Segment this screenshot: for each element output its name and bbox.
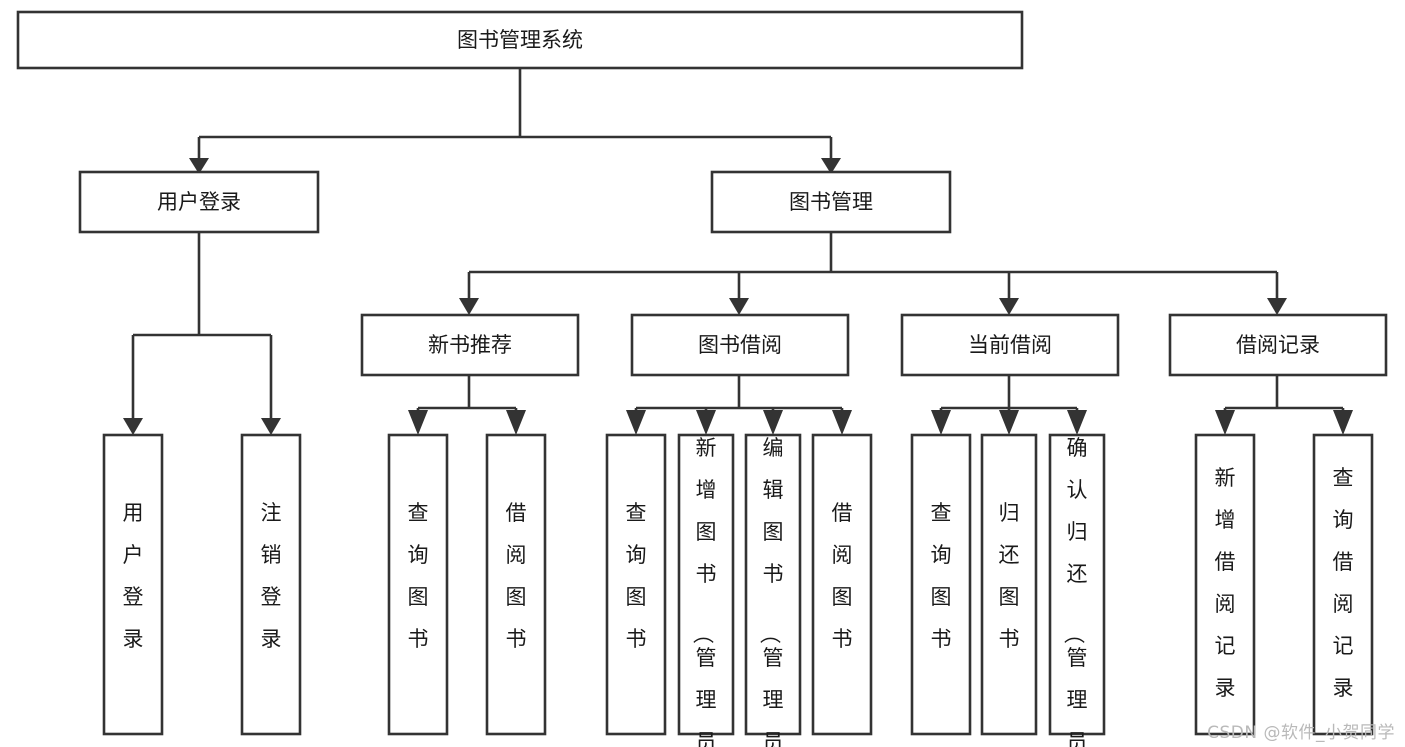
node-book-manage-box[interactable] (710, 170, 952, 234)
arrow-head-leaf-query-book-2 (626, 410, 646, 435)
arrow-head-book-manage (821, 158, 841, 174)
node-leaf-add-record-label: 新增借阅记录 (1215, 466, 1236, 700)
arrow-head-current-borrow (999, 298, 1019, 315)
node-user-login-box[interactable] (78, 170, 320, 234)
node-leaf-confirm-return-label: 确认归还（管理员） (1062, 436, 1088, 747)
arrow-head-book-borrow (729, 298, 749, 315)
node-root-label: 图书管理系统 (457, 28, 583, 52)
connector-borrow-record-trunk (1223, 375, 1345, 418)
node-borrow-record-box[interactable] (1168, 313, 1388, 377)
node-new-book-recommend-label: 新书推荐 (428, 333, 512, 357)
node-leaf-query-book-1[interactable]: 查询图书 (387, 433, 449, 736)
connector-user-login-trunk (131, 232, 273, 418)
node-current-borrow-box[interactable] (900, 313, 1120, 377)
arrow-head-leaf-add-book (696, 410, 716, 435)
arrow-head-leaf-query-book-1 (408, 410, 428, 435)
node-leaf-query-record[interactable]: 查询借阅记录 (1312, 433, 1374, 736)
node-leaf-query-book-1-box[interactable] (387, 433, 449, 736)
node-leaf-confirm-return-box[interactable] (1048, 433, 1106, 736)
node-leaf-return-book-box[interactable] (980, 433, 1038, 736)
connector-book-borrow-trunk (634, 375, 844, 418)
node-borrow-record[interactable]: 借阅记录 (1168, 313, 1388, 377)
node-leaf-add-book-label: 新增图书（管理员） (691, 436, 717, 747)
node-leaf-user-logout-box[interactable] (240, 433, 302, 736)
node-leaf-edit-book[interactable]: 编辑图书（管理员） (744, 433, 802, 747)
node-leaf-user-login-label: 用户登录 (123, 501, 144, 651)
arrow-head-leaf-user-login (123, 418, 143, 435)
node-current-borrow[interactable]: 当前借阅 (900, 313, 1120, 377)
node-leaf-add-record-box[interactable] (1194, 433, 1256, 736)
connector-root-trunk (197, 68, 833, 158)
arrow-head-new-book-recommend (459, 298, 479, 315)
node-leaf-add-book-box[interactable] (677, 433, 735, 736)
node-leaf-edit-book-label: 编辑图书（管理员） (758, 436, 784, 747)
node-leaf-query-book-2-box[interactable] (605, 433, 667, 736)
node-new-book-recommend-box[interactable] (360, 313, 580, 377)
node-leaf-add-record[interactable]: 新增借阅记录 (1194, 433, 1256, 736)
node-leaf-query-book-2[interactable]: 查询图书 (605, 433, 667, 736)
node-root-box[interactable] (16, 10, 1024, 70)
arrow-head-leaf-user-logout (261, 418, 281, 435)
node-book-manage[interactable]: 图书管理 (710, 170, 952, 234)
node-leaf-query-book-3[interactable]: 查询图书 (910, 433, 972, 736)
connector-group (123, 68, 1353, 435)
node-leaf-borrow-book-2-label: 借阅图书 (832, 501, 853, 651)
arrow-head-leaf-confirm-return (1067, 410, 1087, 435)
arrow-head-leaf-add-record (1215, 410, 1235, 435)
node-leaf-query-book-3-label: 查询图书 (931, 501, 952, 651)
node-leaf-user-logout-label: 注销登录 (261, 501, 282, 651)
arrow-head-borrow-record (1267, 298, 1287, 315)
node-leaf-edit-book-box[interactable] (744, 433, 802, 736)
node-leaf-return-book[interactable]: 归还图书 (980, 433, 1038, 736)
node-leaf-borrow-book-2-box[interactable] (811, 433, 873, 736)
node-book-borrow[interactable]: 图书借阅 (630, 313, 850, 377)
node-leaf-query-book-1-label: 查询图书 (408, 501, 429, 651)
node-leaf-borrow-book-1-label: 借阅图书 (506, 501, 527, 651)
node-leaf-query-record-label: 查询借阅记录 (1333, 466, 1354, 700)
connector-book-manage-trunk (467, 232, 1279, 298)
node-leaf-user-login-box[interactable] (102, 433, 164, 736)
node-new-book-recommend[interactable]: 新书推荐 (360, 313, 580, 377)
node-leaf-query-book-2-label: 查询图书 (626, 501, 647, 651)
node-root[interactable]: 图书管理系统 (16, 10, 1024, 70)
csdn-watermark: CSDN @软件_小贺同学 (1207, 723, 1395, 743)
node-book-borrow-label: 图书借阅 (698, 333, 782, 357)
node-leaf-user-logout[interactable]: 注销登录 (240, 433, 302, 736)
arrow-head-leaf-borrow-book-2 (832, 410, 852, 435)
arrow-head-leaf-borrow-book-1 (506, 410, 526, 435)
node-leaf-borrow-book-1-box[interactable] (485, 433, 547, 736)
node-book-manage-label: 图书管理 (789, 190, 873, 214)
node-leaf-borrow-book-2[interactable]: 借阅图书 (811, 433, 873, 736)
node-leaf-borrow-book-1[interactable]: 借阅图书 (485, 433, 547, 736)
node-leaf-return-book-label: 归还图书 (999, 501, 1020, 651)
arrow-head-user-login (189, 158, 209, 174)
node-leaf-confirm-return[interactable]: 确认归还（管理员） (1048, 433, 1106, 747)
node-borrow-record-label: 借阅记录 (1236, 333, 1320, 357)
node-leaf-add-book[interactable]: 新增图书（管理员） (677, 433, 735, 747)
arrow-head-leaf-return-book (999, 410, 1019, 435)
arrow-head-leaf-query-book-3 (931, 410, 951, 435)
node-user-login[interactable]: 用户登录 (78, 170, 320, 234)
connector-new-book-recommend-trunk (416, 375, 518, 418)
arrow-head-leaf-query-record (1333, 410, 1353, 435)
node-leaf-query-record-box[interactable] (1312, 433, 1374, 736)
arrow-head-leaf-edit-book (763, 410, 783, 435)
node-user-login-label: 用户登录 (157, 190, 241, 214)
node-book-borrow-box[interactable] (630, 313, 850, 377)
node-current-borrow-label: 当前借阅 (968, 333, 1052, 357)
node-leaf-user-login[interactable]: 用户登录 (102, 433, 164, 736)
node-leaf-query-book-3-box[interactable] (910, 433, 972, 736)
